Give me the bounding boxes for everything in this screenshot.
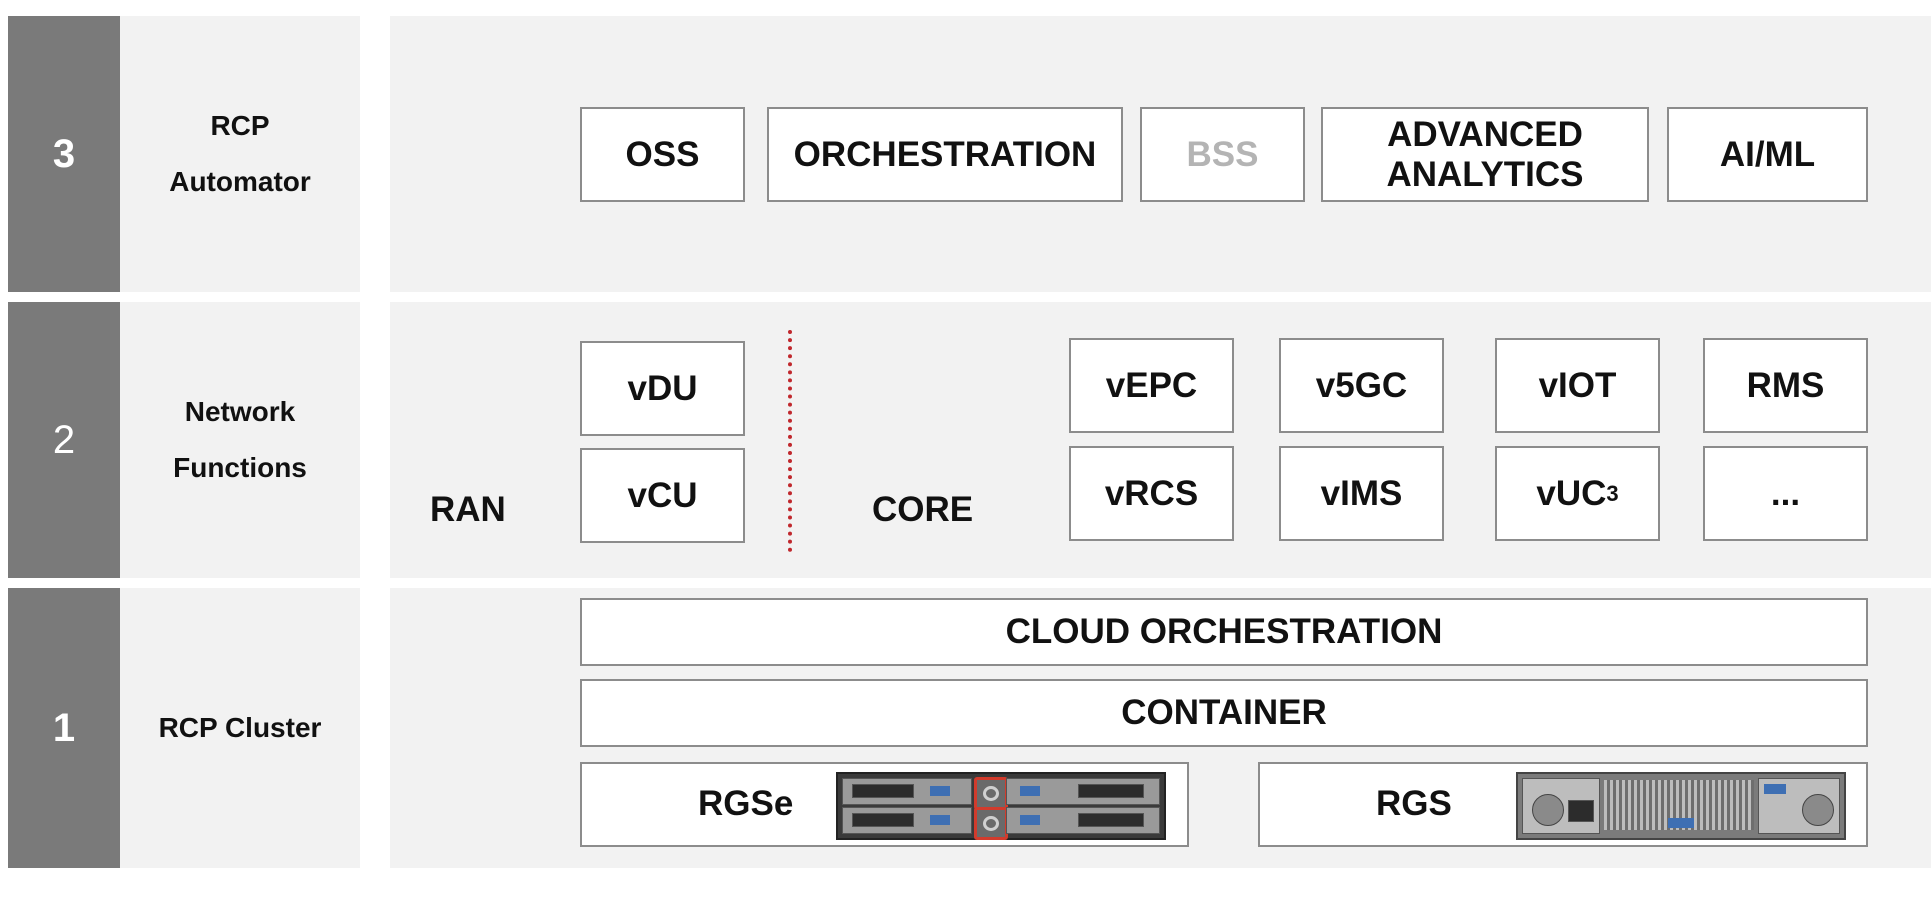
advanced-analytics-line-1: ADVANCED (1387, 114, 1583, 154)
v5gc-box: v5GC (1279, 338, 1444, 433)
bss-box: BSS (1140, 107, 1305, 202)
more-functions-box: ... (1703, 446, 1868, 541)
vims-box: vIMS (1279, 446, 1444, 541)
layer-2-label-line-2: Functions (173, 452, 307, 483)
rgse-hardware-box: RGSe (580, 762, 1189, 847)
oss-box: OSS (580, 107, 745, 202)
advanced-analytics-box: ADVANCED ANALYTICS (1321, 107, 1649, 202)
layer-2-number: 2 (8, 302, 120, 578)
core-label: CORE (872, 490, 974, 529)
layer-1-number: 1 (8, 588, 120, 868)
vepc-box: vEPC (1069, 338, 1234, 433)
rms-box: RMS (1703, 338, 1868, 433)
ai-ml-box: AI/ML (1667, 107, 1868, 202)
orchestration-box: ORCHESTRATION (767, 107, 1123, 202)
vuc-label: vUC (1536, 473, 1607, 513)
container-bar: CONTAINER (580, 679, 1868, 747)
layer-3-label-line-1: RCP (210, 110, 270, 141)
ran-core-divider (788, 330, 792, 552)
rgse-server-image (836, 772, 1166, 840)
layer-1-label: RCP Cluster (120, 588, 360, 868)
ran-label: RAN (430, 490, 506, 529)
layer-2-label-line-1: Network (184, 396, 296, 427)
rgs-label: RGS (1376, 784, 1452, 823)
layer-3-label: RCP Automator (120, 16, 360, 292)
layer-2-label: Network Functions (120, 302, 360, 578)
advanced-analytics-line-2: ANALYTICS (1386, 154, 1584, 194)
layer-3-number: 3 (8, 16, 120, 292)
rgs-server-image (1516, 772, 1846, 840)
vrcs-box: vRCS (1069, 446, 1234, 541)
layer-3-label-line-2: Automator (169, 166, 311, 197)
vdu-box: vDU (580, 341, 745, 436)
cloud-orchestration-bar: CLOUD ORCHESTRATION (580, 598, 1868, 666)
rgs-hardware-box: RGS (1258, 762, 1868, 847)
viot-box: vIOT (1495, 338, 1660, 433)
rgse-label: RGSe (698, 784, 794, 823)
vcu-box: vCU (580, 448, 745, 543)
